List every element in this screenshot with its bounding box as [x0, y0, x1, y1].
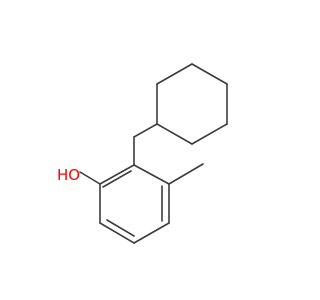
benzene-double-bond-2 [106, 219, 135, 237]
benzene-ring [99, 164, 170, 244]
benzene-bond-6 [133, 164, 170, 185]
cyclohexyl-bond-3 [191, 123, 228, 145]
cyclohexyl-bond-1 [191, 63, 228, 85]
benzene-bond-3 [99, 222, 135, 244]
c-o-bond [79, 171, 101, 185]
cyclohexane-ring [156, 63, 228, 145]
methyl-bond [168, 163, 204, 185]
ring-to-ch2-bond [133, 123, 158, 138]
hydroxyl-label: HO [57, 166, 80, 184]
molecule-structure-diagram: HO [57, 63, 228, 244]
benzene-bond-1 [99, 164, 135, 185]
benzene-double-bond-1 [102, 170, 132, 188]
methylene-linker [133, 123, 158, 166]
benzene-bond-4 [133, 222, 170, 244]
cyclohexyl-bond-6 [156, 63, 193, 85]
hydroxyl-group: HO [57, 166, 101, 185]
methyl-group [168, 163, 204, 185]
cyclohexyl-bond-4 [156, 123, 193, 145]
